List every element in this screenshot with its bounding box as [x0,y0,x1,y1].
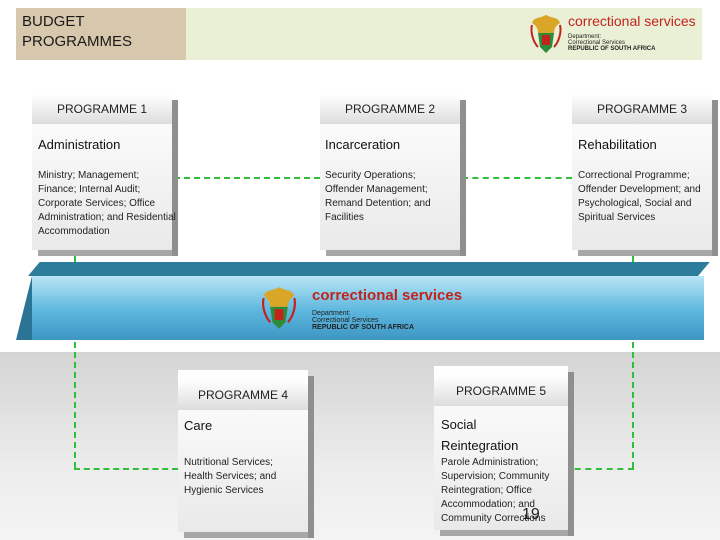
organisation-banner [16,262,710,340]
lower-background [0,352,720,540]
slide-title-box: BUDGET PROGRAMMES [16,8,186,60]
banner-org-logo-text: correctional services Department: Correc… [312,288,462,331]
programme-1-name: Administration [38,137,121,152]
banner-dept-line-1: Department: [312,310,351,317]
connector-p1-p2 [174,177,320,179]
programme-1-description: Ministry; Management; Finance; Internal … [38,170,176,237]
programme-3-description: Correctional Programme; Offender Develop… [578,170,701,223]
programme-4-description: Nutritional Services; Health Services; a… [184,457,277,496]
programme-5-card: PROGRAMME 5 Social Reintegration Parole … [434,366,574,536]
header-org-name: correctional services [568,13,696,29]
programme-4-name: Care [184,418,213,433]
programme-5-label: PROGRAMME 5 [434,376,568,406]
banner-coat-of-arms-icon [262,287,296,329]
programme-2-description: Security Operations; Offender Management… [325,170,431,223]
header-dept-line-3: REPUBLIC OF SOUTH AFRICA [568,46,656,52]
programme-2-name: Incarceration [325,137,401,152]
connector-right-down [632,342,634,468]
page-number: 19 [522,506,540,523]
header-org-logo-text: correctional services Department: Correc… [568,14,696,52]
connector-left-down [74,342,76,468]
programme-3-label: PROGRAMME 3 [572,94,712,124]
programme-2-label: PROGRAMME 2 [320,94,460,124]
connector-p5-right [564,468,634,470]
programme-3-name: Rehabilitation [578,137,657,152]
programme-2-card: PROGRAMME 2 Incarceration Security Opera… [320,94,466,256]
connector-left-p4 [74,468,178,470]
programme-5-description: Parole Administration; Supervision; Comm… [441,457,550,524]
banner-dept-line-2: Correctional Services [312,317,379,324]
banner-dept-line-3: REPUBLIC OF SOUTH AFRICA [312,324,415,331]
programme-5-name: Social Reintegration [441,417,519,453]
connector-p3-banner [632,252,634,264]
programme-1-card: PROGRAMME 1 Administration Ministry; Man… [32,94,178,256]
header-dept-line-1: Department: [568,34,602,40]
banner-org-name: correctional services [312,287,463,304]
programme-4-card: PROGRAMME 4 Care Nutritional Services; H… [178,370,314,538]
programme-4-label: PROGRAMME 4 [178,380,308,410]
connector-p2-p3 [462,177,572,179]
programme-1-label: PROGRAMME 1 [32,94,172,124]
header-dept-line-2: Correctional Services [568,40,626,46]
coat-of-arms-icon [530,15,562,53]
connector-p1-banner [74,252,76,264]
slide-title: BUDGET PROGRAMMES [22,13,133,50]
programme-3-card: PROGRAMME 3 Rehabilitation Correctional … [572,94,718,256]
